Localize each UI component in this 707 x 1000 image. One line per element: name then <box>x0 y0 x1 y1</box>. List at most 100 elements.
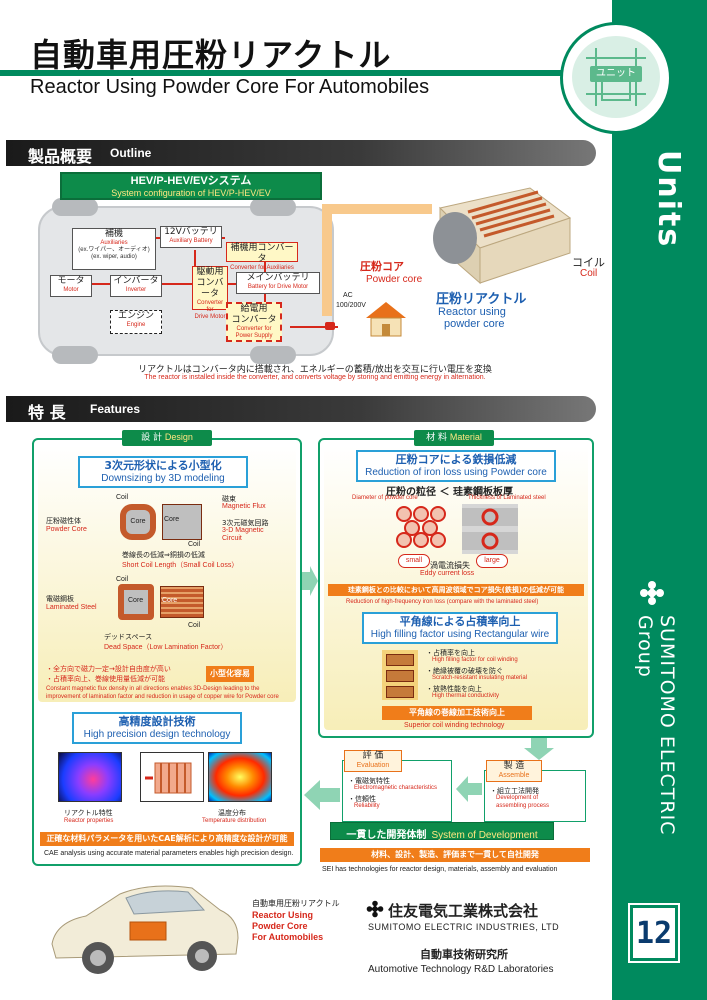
coil-label-en: Coil <box>580 268 598 279</box>
laminated-steel-icon <box>462 504 518 554</box>
arrow-right-icon <box>302 566 318 596</box>
reactor-label-jp: 圧粉リアクトル <box>436 292 527 307</box>
features-section-bar: 特 長 Features <box>6 396 596 422</box>
wire <box>264 260 266 276</box>
material-bullet: ・占積率を向上 <box>426 649 475 657</box>
development-bar: 材料、設計、製造、評価まで一貫して自社開発 <box>320 848 590 862</box>
material-bullet-en: Scratch-resistant insulating material <box>432 675 528 681</box>
precision-box: 高精度設計技術 High precision design technology <box>72 712 242 744</box>
laminated-stack-icon <box>160 586 204 618</box>
wire <box>92 283 110 285</box>
compare-label: 圧粉の粒径 ＜ 珪素鋼板板厚 <box>386 487 513 498</box>
powder-core-jp: 圧粉磁性体 <box>46 517 81 525</box>
assemble-tab: 製 造 Assemble <box>486 760 542 782</box>
thickness-label: Thickness of Laminated steel <box>468 495 546 501</box>
category-label: Units <box>651 150 686 249</box>
eval-bullet-en: Reliability <box>354 803 380 809</box>
circuit-label-en: Circuit <box>222 535 242 542</box>
arrow-down-icon <box>524 738 554 760</box>
small-tag: small <box>398 554 430 568</box>
cae-coil-image <box>140 752 204 802</box>
cae-caption-jp: リアクトル特性 <box>64 809 113 817</box>
flux-label-en: Magnetic Flux <box>222 503 266 510</box>
iron-loss-bar: 珪素鋼板との比較において高周波領域でコア損失(鉄損)の低減が可能 <box>328 584 584 596</box>
assemble-bullet-en: assembling process <box>496 803 550 809</box>
material-bullet: ・放熱性能を向上 <box>426 685 482 693</box>
aux-converter-box: 補機用コンバータ Converter for Auxiliaries <box>226 242 298 271</box>
eddy-en: Eddy current loss <box>420 570 475 577</box>
page-title-jp: 自動車用圧粉リアクトル <box>30 36 392 74</box>
short-coil-jp: 巻線長の低減⇒銅損の低減 <box>122 551 205 559</box>
lab-name-en: Automotive Technology R&D Laboratories <box>368 964 554 975</box>
plug-icon <box>325 322 335 330</box>
eval-bullet: ・電磁気特性 <box>348 777 390 785</box>
company-name-jp: 住友電気工業株式会社 <box>388 902 539 920</box>
winding-note: Superior coil winding technology <box>404 722 505 729</box>
sumitomo-logo-icon <box>366 900 384 918</box>
powder-core-label-jp: 圧粉コア <box>360 260 404 273</box>
circuit-label-en: 3-D Magnetic <box>222 527 264 534</box>
motor-box: モータ Motor <box>50 275 92 297</box>
development-system-bar: 一貫した開発体制 System of Development <box>330 822 554 841</box>
downsize-tag: 小型化容易 <box>206 666 254 682</box>
car-label-jp: 自動車用圧粉リアクトル <box>252 899 340 908</box>
ac-voltage: 100/200V <box>336 302 366 309</box>
core-label: Core <box>164 516 180 523</box>
features-title-jp: 特 長 <box>28 403 66 422</box>
circuit-label-jp: 3次元磁気回路 <box>222 519 269 527</box>
flux-label-jp: 磁束 <box>222 495 236 503</box>
arrow-left-icon <box>456 776 482 802</box>
wheel-icon <box>250 346 296 364</box>
assemble-bullet: ・組立工法開発 <box>490 787 539 795</box>
cae-bar: 正確な材料パラメータを用いたCAE解析により高精度な設計が可能 <box>40 832 294 846</box>
cae-caption-jp: 温度分布 <box>218 809 246 817</box>
winding-bar: 平角線の巻線加工技術向上 <box>382 706 532 720</box>
cae-reactor-image <box>58 752 122 802</box>
drive-converter-box: 駆動用 コンバータ Converter for Drive Motor <box>192 266 228 320</box>
side-strip <box>612 0 707 1000</box>
design-panel-fill <box>38 446 296 702</box>
auxiliary-battery-box: 12Vバッテリ Auxiliary Battery <box>160 226 222 248</box>
wire <box>290 326 338 328</box>
powder-core-label-en: Powder core <box>366 274 423 285</box>
coil-ring-icon <box>120 504 156 540</box>
house-icon <box>366 302 406 337</box>
coil-label: Coil <box>188 622 201 629</box>
material-bullet-en: High thermal conductivity <box>432 693 500 699</box>
outline-title-jp: 製品概要 <box>28 147 93 166</box>
downsizing-box: 3次元形状による小型化 Downsizing by 3D modeling <box>78 456 248 488</box>
car-illustration <box>51 885 239 974</box>
system-banner: HEV/P-HEV/EVシステム System configuration of… <box>60 172 322 200</box>
inverter-box: インバータ Inverter <box>110 275 162 297</box>
laminated-jp: 電磁鋼板 <box>46 595 74 603</box>
sumitomo-logo-icon <box>640 581 664 605</box>
eval-bullet-en: Electromagnetic characteristics <box>354 785 438 791</box>
header-rule <box>0 70 615 76</box>
reactor-photo <box>433 187 572 285</box>
powder-particles-icon <box>396 506 446 548</box>
iron-loss-note: Reduction of high-frequency iron loss (c… <box>346 599 539 605</box>
coil-label: Coil <box>116 576 129 583</box>
core-cross-section <box>162 504 202 540</box>
reactor-link <box>322 204 432 214</box>
wheel-icon <box>52 346 98 364</box>
auxiliaries-box: 補機 Auxiliaries (ex.ワイパー、オーディオ) (ex. wipe… <box>72 228 156 270</box>
brand-name: SUMITOMO ELECTRIC Group <box>634 615 678 836</box>
reactor-label-en-1: Reactor using <box>438 306 506 318</box>
coil-label: Coil <box>116 494 129 501</box>
filling-factor-box: 平角線による占積率向上 High filling factor using Re… <box>362 612 558 644</box>
wire <box>194 250 196 266</box>
wire <box>162 283 192 285</box>
short-coil-en: Short Coil Length（Small Coil Loss） <box>122 562 239 569</box>
cae-caption-en: Reactor properties <box>64 818 114 824</box>
cae-caption-en: Temperature distribution <box>202 818 267 824</box>
supply-converter-box: 給電用 コンバータ Converter for Power Supply <box>226 302 282 342</box>
page-title-en: Reactor Using Powder Core For Automobile… <box>30 76 430 98</box>
wheel-icon <box>52 198 98 216</box>
material-bullet: ・絶縁被覆の破壊を防ぐ <box>426 667 503 675</box>
design-note: improvement of lamination factor and red… <box>46 694 279 700</box>
unit-badge-label: ユニット <box>590 66 642 82</box>
large-tag: large <box>476 554 508 568</box>
eddy-jp: 渦電流損失 <box>430 561 470 570</box>
material-bullet-en: High filling factor for coil winding <box>432 657 518 663</box>
